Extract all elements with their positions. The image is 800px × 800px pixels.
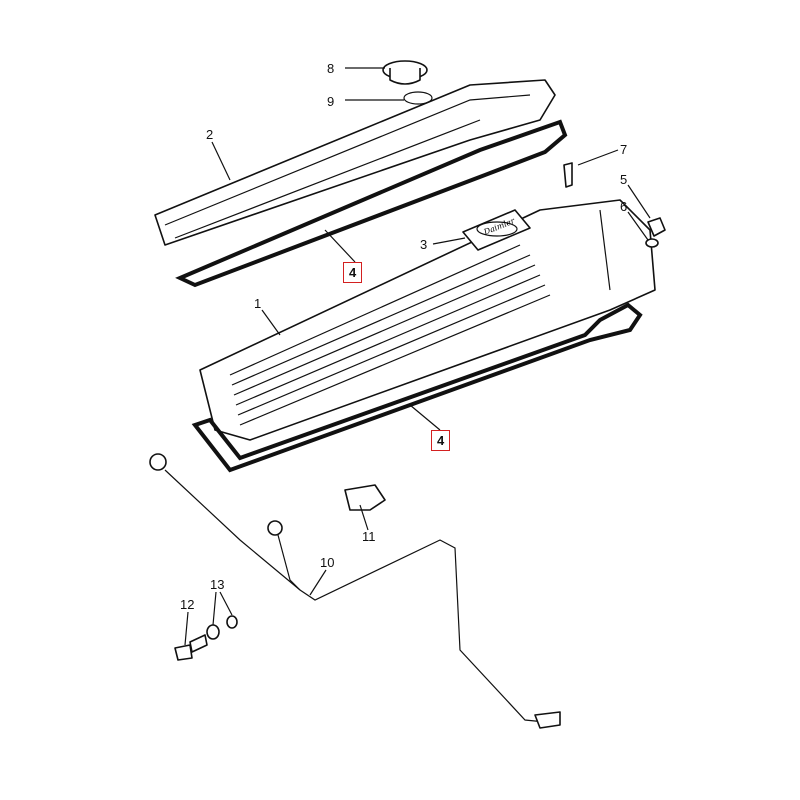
part-7-screw: [563, 162, 573, 188]
part-9-o-ring: [403, 91, 433, 105]
part-4-lower-gasket: [191, 302, 643, 473]
part-10-breather-pipe: [149, 453, 561, 729]
part-13-washer: [206, 624, 220, 640]
callout-2: 2: [206, 127, 214, 142]
callout-7: 7: [620, 142, 628, 157]
part-5-nut: [647, 217, 666, 237]
part-12-bolt: [174, 634, 208, 661]
callout-9: 9: [327, 94, 335, 109]
callout-4-upper-gasket[interactable]: 4: [343, 262, 363, 283]
callout-1: 1: [254, 296, 262, 311]
part-11-clip: [344, 484, 386, 511]
callout-4-lower-gasket[interactable]: 4: [431, 430, 451, 451]
callout-11: 11: [362, 529, 376, 544]
callout-10: 10: [320, 555, 335, 570]
callout-6: 6: [620, 199, 628, 214]
part-8-cap: [382, 60, 428, 85]
callout-13: 13: [210, 577, 225, 592]
callout-8: 8: [327, 61, 335, 76]
part-1-cam-cover: [199, 199, 656, 441]
callout-5: 5: [620, 172, 628, 187]
part-2-top-cover: [154, 79, 556, 246]
part-6-washer: [645, 238, 659, 248]
callout-3: 3: [420, 237, 428, 252]
leader-lines: [184, 67, 651, 646]
part-3-logo-plate: [462, 209, 531, 251]
part-4-upper-gasket: [175, 119, 568, 288]
part-13-washer: [226, 615, 238, 629]
callout-12: 12: [180, 597, 195, 612]
